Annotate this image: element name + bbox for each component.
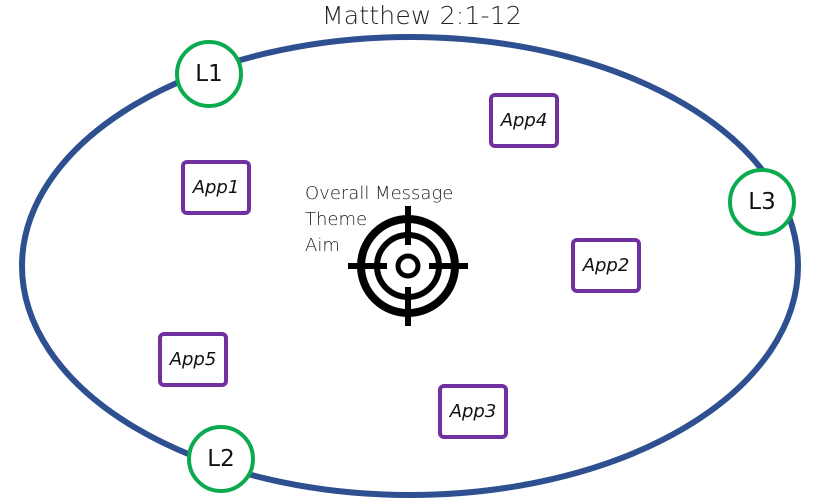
app-box-app3: App3 — [438, 384, 508, 439]
app-box-app1: App1 — [181, 160, 251, 215]
app-box-app5: App5 — [158, 332, 228, 387]
app-box-app2: App2 — [571, 238, 641, 293]
outer-ellipse — [19, 34, 801, 498]
center-label-message: Overall Message — [305, 183, 454, 204]
lesson-node-l1: L1 — [175, 40, 243, 108]
diagram-title: Matthew 2:1-12 — [322, 1, 522, 30]
center-label-theme: Theme — [305, 209, 368, 230]
lesson-node-l2: L2 — [187, 425, 255, 493]
app-box-app4: App4 — [489, 93, 559, 148]
lesson-node-l3: L3 — [728, 168, 796, 236]
center-label-aim: Aim — [305, 235, 340, 256]
crosshair-target-icon — [348, 206, 468, 326]
